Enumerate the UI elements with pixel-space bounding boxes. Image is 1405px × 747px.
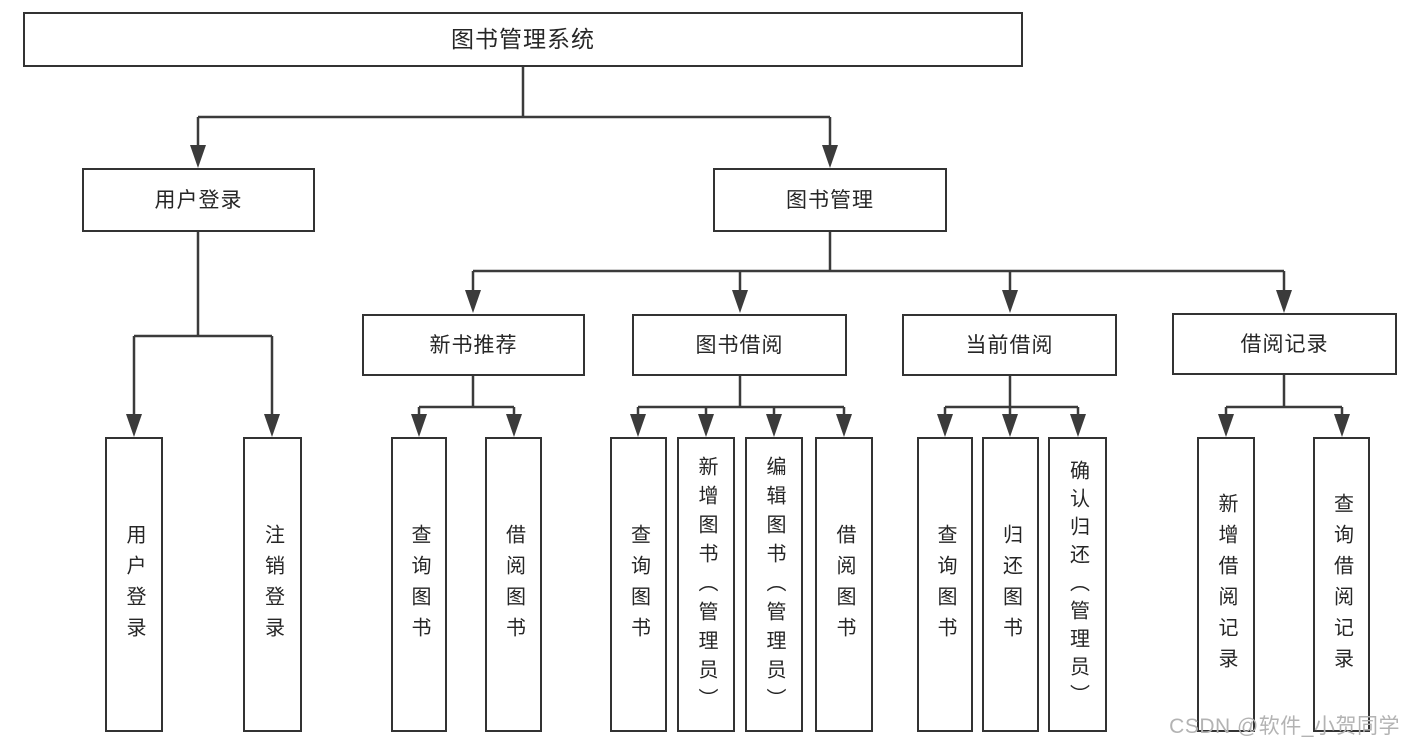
node-library-management-system: 图书管理系统 (23, 12, 1023, 67)
node-book-management: 图书管理 (713, 168, 947, 232)
leaf-query-books-current: 查询图书 (917, 437, 973, 732)
node-user-login: 用户登录 (82, 168, 315, 232)
leaf-return-books: 归还图书 (982, 437, 1039, 732)
leaf-borrow-books-recommend: 借阅图书 (485, 437, 542, 732)
leaf-edit-books-admin: 编辑图书（管理员） (745, 437, 803, 732)
csdn-watermark: CSDN @软件_小贺同学 (1169, 715, 1400, 738)
node-book-borrowing: 图书借阅 (632, 314, 847, 376)
leaf-query-borrow-record: 查询借阅记录 (1313, 437, 1370, 732)
leaf-confirm-return-admin: 确认归还（管理员） (1048, 437, 1107, 732)
leaf-query-books-recommend: 查询图书 (391, 437, 447, 732)
leaf-user-login: 用户登录 (105, 437, 163, 732)
node-current-borrowing: 当前借阅 (902, 314, 1117, 376)
node-new-book-recommendation: 新书推荐 (362, 314, 585, 376)
leaf-logout-login: 注销登录 (243, 437, 302, 732)
leaf-add-borrow-record: 新增借阅记录 (1197, 437, 1255, 732)
node-borrowing-records: 借阅记录 (1172, 313, 1397, 375)
leaf-borrow-books-borrowing: 借阅图书 (815, 437, 873, 732)
leaf-add-books-admin: 新增图书（管理员） (677, 437, 735, 732)
leaf-query-books-borrowing: 查询图书 (610, 437, 667, 732)
